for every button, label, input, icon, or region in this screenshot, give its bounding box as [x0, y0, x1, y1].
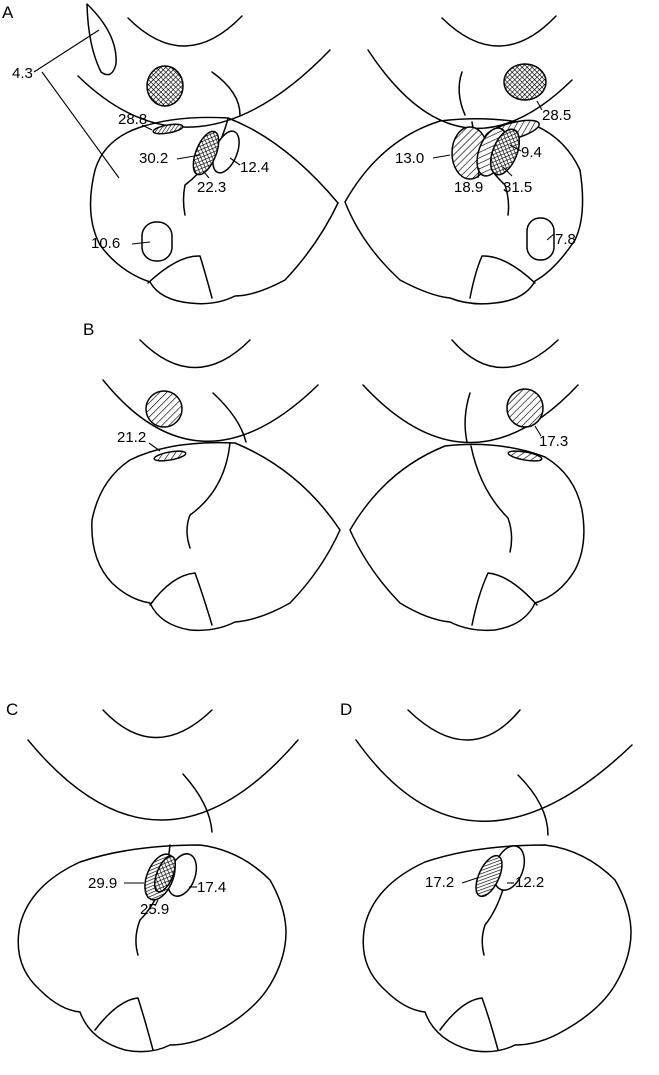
lesion-region	[504, 64, 546, 100]
sulcus-line	[465, 393, 470, 442]
value-label: 28.8	[118, 111, 147, 128]
value-label: 25.9	[140, 901, 169, 918]
panel-b: B 21.2 17.3	[83, 320, 584, 630]
sylvian-fissure	[95, 998, 153, 1050]
value-label: 31.5	[503, 179, 532, 196]
lesion-region	[147, 66, 183, 106]
value-label: 22.3	[197, 179, 226, 196]
sulcus-line	[183, 774, 212, 832]
sulcus-line	[518, 775, 548, 835]
lesion-region	[153, 122, 184, 135]
value-label: 4.3	[12, 65, 33, 82]
value-label: 17.4	[197, 879, 226, 896]
brain-outline	[350, 444, 584, 630]
value-label: 12.2	[515, 874, 544, 891]
value-label: 7.8	[555, 231, 576, 248]
ventricle-arc	[140, 340, 250, 368]
value-label: 17.3	[539, 433, 568, 450]
panel-c: C 29.9 17.4 25.9	[6, 700, 298, 1052]
sylvian-fissure	[440, 998, 498, 1050]
panel-letter-c: C	[6, 700, 18, 719]
panel-b-left-hemisphere: 21.2	[92, 340, 340, 630]
value-label: 12.4	[240, 159, 269, 176]
ventricle-arc	[452, 340, 558, 368]
cortical-arc	[356, 740, 632, 821]
sulcus-line	[212, 72, 240, 115]
panel-b-right-hemisphere: 17.3	[350, 340, 584, 630]
value-label: 13.0	[395, 150, 424, 167]
label-leader	[42, 72, 119, 178]
panel-a: A 4.3 28.8 30.2 22.3 12.	[2, 3, 583, 304]
value-label: 9.4	[521, 144, 542, 161]
panel-letter-d: D	[340, 700, 352, 719]
panel-letter-b: B	[83, 320, 94, 339]
ventricle-arc	[128, 16, 242, 46]
central-sulcus	[187, 443, 230, 548]
value-label: 29.9	[88, 875, 117, 892]
value-label: 28.5	[542, 107, 571, 124]
label-leader	[204, 172, 209, 178]
panel-a-right-hemisphere: 28.5 13.0 9.4 18.9 31.5 7.8	[345, 16, 583, 304]
panel-d: D 17.2 12.2	[340, 700, 632, 1052]
value-label: 30.2	[139, 150, 168, 167]
lesion-region	[154, 449, 187, 462]
lesion-region	[146, 391, 182, 427]
lesion-region	[527, 218, 554, 260]
label-leader	[34, 30, 99, 72]
central-sulcus	[471, 446, 512, 552]
ventricle-arc	[442, 16, 556, 46]
brain-outline	[92, 443, 340, 631]
sulcus-line	[459, 72, 465, 115]
value-label: 18.9	[454, 179, 483, 196]
lesion-region	[507, 389, 543, 427]
label-leader	[433, 155, 450, 158]
lesion-region	[142, 222, 172, 261]
label-leader	[462, 878, 477, 883]
sylvian-fissure	[472, 573, 537, 625]
cortical-arc	[28, 740, 298, 820]
ventricle-arc	[103, 710, 212, 738]
value-label: 17.2	[425, 874, 454, 891]
value-label: 10.6	[91, 235, 120, 252]
sulcus-line	[213, 393, 246, 442]
ventricle-arc	[408, 710, 520, 740]
panel-a-left-hemisphere: 4.3 28.8 30.2 22.3 12.4 10.6	[12, 4, 338, 304]
temporal-lobe-outline	[87, 4, 116, 75]
value-label: 21.2	[117, 429, 146, 446]
panel-letter-a: A	[2, 3, 14, 22]
